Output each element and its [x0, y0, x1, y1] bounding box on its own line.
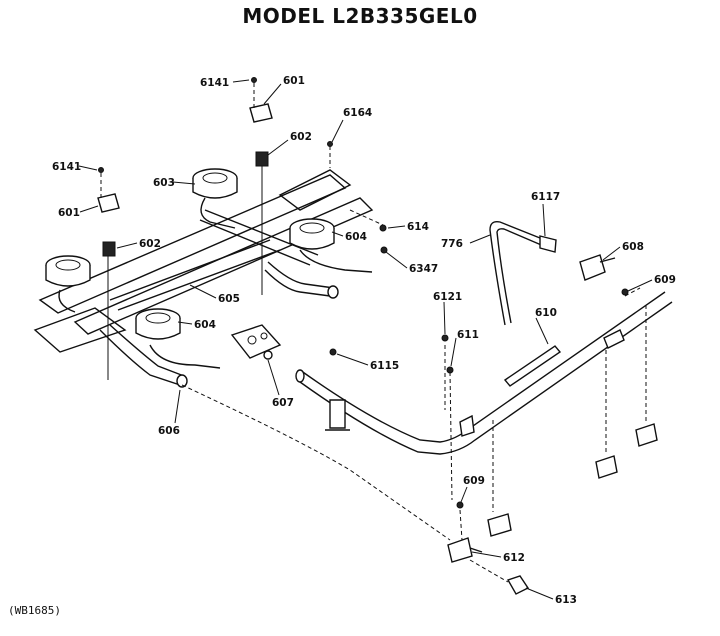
label-6347: 6347: [409, 263, 438, 275]
burner-valves: [447, 423, 658, 563]
burner-rear-left: [192, 168, 238, 229]
pilot-tube: [489, 220, 557, 326]
catalog-number: (WB1685): [8, 604, 61, 617]
label-6141b: 6141: [52, 161, 81, 173]
gas-manifold: [295, 291, 673, 455]
label-610: 610: [535, 307, 557, 319]
assembly-lines: [181, 209, 647, 583]
ignitor-brackets: [97, 77, 333, 257]
label-605: 605: [218, 293, 240, 305]
screws: [329, 224, 629, 509]
valve-knob: [506, 575, 530, 595]
orifice-holder: [230, 324, 282, 360]
venturi-tubes: [99, 261, 339, 388]
label-614: 614: [407, 221, 429, 233]
label-6117: 6117: [531, 191, 560, 203]
label-6121: 6121: [433, 291, 462, 303]
label-6115: 6115: [370, 360, 399, 372]
burner-front-right: [135, 308, 221, 369]
label-613: 613: [555, 594, 577, 606]
label-603: 603: [153, 177, 175, 189]
label-776: 776: [441, 238, 463, 250]
burner-rear-right: [289, 218, 373, 273]
ignition-wires: [107, 160, 263, 380]
label-604b: 604: [194, 319, 216, 331]
label-604a: 604: [345, 231, 367, 243]
leader-lines: [78, 79, 653, 600]
label-606: 606: [158, 425, 180, 437]
label-6141a: 6141: [200, 77, 229, 89]
label-601a: 601: [283, 75, 305, 87]
label-609b: 609: [463, 475, 485, 487]
label-608: 608: [622, 241, 644, 253]
burner-frame: [33, 169, 374, 353]
label-602a: 602: [290, 131, 312, 143]
label-6164: 6164: [343, 107, 372, 119]
label-611: 611: [457, 329, 479, 341]
page-title: MODEL L2B335GEL0: [242, 4, 478, 28]
spark-switch: [579, 254, 616, 281]
burner-front-left: [45, 255, 91, 313]
label-607: 607: [272, 397, 294, 409]
label-612: 612: [503, 552, 525, 564]
label-602b: 602: [139, 238, 161, 250]
part-labels: 6141 601 6164 602 6141 603 601 602 614 6…: [52, 75, 676, 606]
label-609a: 609: [654, 274, 676, 286]
label-601b: 601: [58, 207, 80, 219]
